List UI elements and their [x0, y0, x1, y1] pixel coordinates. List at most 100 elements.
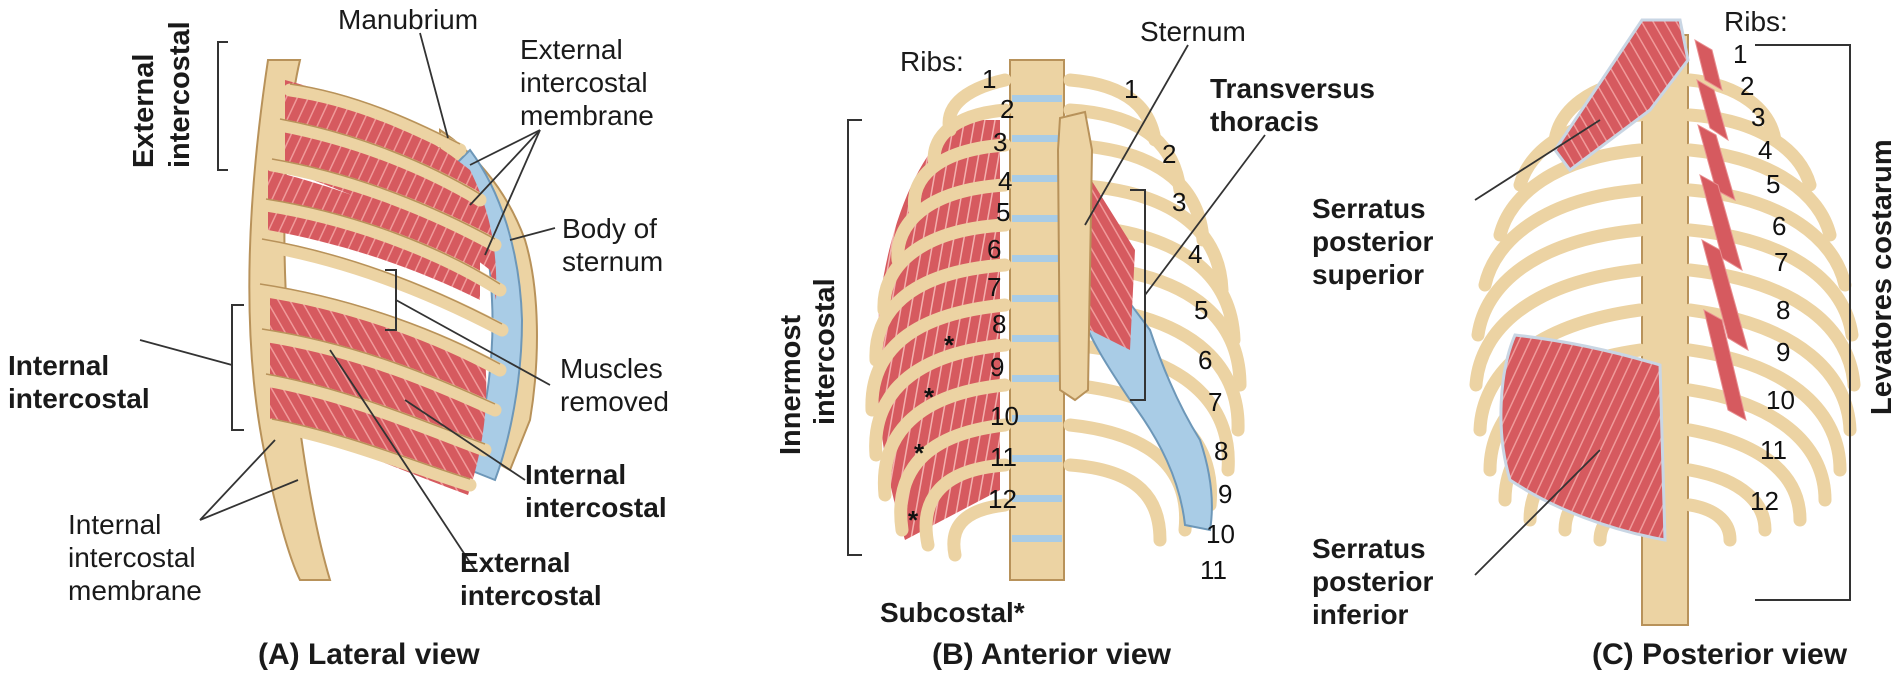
intervertebral-discs-b — [1012, 95, 1062, 542]
subcostal-star-4: * — [908, 505, 919, 535]
external-intercostal-vertical-label: External intercostal — [128, 21, 248, 328]
rib-number: 8 — [992, 309, 1007, 339]
rib-number: 7 — [1774, 247, 1789, 277]
label-line: membrane — [520, 100, 654, 131]
label-line: intercostal — [68, 542, 196, 573]
label-line: inferior — [1312, 599, 1409, 630]
rib-number: 4 — [1758, 135, 1773, 165]
ribs-label-b: Ribs: — [900, 46, 964, 77]
label-line: External — [520, 34, 623, 65]
serratus-posterior-inferior-label: Serratus posterior inferior — [1312, 532, 1433, 631]
rib-number: 7 — [987, 272, 1002, 302]
bracket-innermost-intercostal-b — [847, 119, 862, 556]
panel-a-lateral-view — [139, 32, 556, 581]
label-line: intercostal — [809, 278, 841, 425]
label-line: Serratus — [1312, 193, 1426, 224]
rib-number: 1 — [1733, 39, 1748, 69]
rib-number: 9 — [990, 352, 1005, 382]
rib-number: 8 — [1214, 436, 1229, 466]
label-line: External — [128, 53, 160, 168]
ribs-label-c: Ribs: — [1724, 6, 1788, 37]
manubrium-label: Manubrium — [338, 4, 479, 35]
label-line: Innermost — [775, 314, 807, 455]
rib-number: 8 — [1776, 295, 1791, 325]
bracket-internal-intercostal-a — [231, 304, 244, 431]
label-line: posterior — [1312, 226, 1434, 257]
label-line: intercostal — [164, 21, 196, 168]
rib-number: 9 — [1218, 479, 1233, 509]
label-line: Transversus — [1210, 73, 1375, 104]
internal-intercostal-left-label: Internal intercostal — [8, 349, 150, 415]
rib-number: 3 — [1172, 187, 1187, 217]
vertebral-column-b — [1009, 59, 1065, 581]
serratus-posterior-superior-label: Serratus posterior superior — [1312, 192, 1433, 291]
rib-number: 2 — [1740, 71, 1755, 101]
label-line: thoracis — [1210, 106, 1319, 137]
label-line: superior — [1312, 259, 1425, 290]
rib-number: 12 — [1750, 486, 1779, 516]
external-intercostal-bottom-label: External intercostal — [460, 546, 602, 612]
rib-number: 11 — [1760, 435, 1787, 465]
sternum-label: Sternum — [1140, 16, 1246, 47]
rib-number: 2 — [1162, 139, 1177, 169]
leader-lines-c — [1474, 119, 1601, 576]
left-ribs-b — [865, 73, 1012, 562]
label-line: intercostal — [8, 383, 150, 414]
label-line: Internal — [525, 459, 627, 490]
label-line: intercostal — [460, 580, 602, 611]
serratus-posterior-inferior-muscle-c — [1499, 333, 1667, 542]
rib-number: 11 — [990, 442, 1017, 472]
rib-number: 2 — [1000, 94, 1015, 124]
serratus-posterior-superior-muscle-c — [1553, 18, 1690, 173]
body-of-sternum-label: Body of sternum — [562, 212, 663, 278]
label-line: External — [460, 547, 571, 578]
subcostal-label: Subcostal* — [880, 597, 1025, 628]
caption-lateral-view: (A) Lateral view — [258, 638, 480, 671]
label-line: Internal — [8, 350, 110, 381]
external-intercostal-membrane-label: External intercostal membrane — [520, 33, 654, 132]
rib-number: 9 — [1776, 337, 1791, 367]
sternum-b — [1056, 110, 1094, 402]
label-line: Body of — [562, 213, 657, 244]
rib-number: 3 — [993, 127, 1008, 157]
rib-number: 12 — [988, 484, 1017, 514]
innermost-intercostal-label: Innermost intercostal — [775, 278, 855, 675]
label-line: intercostal — [520, 67, 648, 98]
leader-lines-a — [139, 32, 556, 571]
rib-number: 6 — [987, 234, 1002, 264]
label-line: Serratus — [1312, 533, 1426, 564]
caption-posterior-view: (C) Posterior view — [1592, 638, 1848, 671]
label-line: intercostal — [525, 492, 667, 523]
subcostal-star-1: * — [944, 330, 955, 360]
rib-number: 5 — [996, 197, 1011, 227]
internal-intercostal-membrane-label: Internal intercostal membrane — [68, 508, 202, 607]
muscles-removed-label: Muscles removed — [560, 352, 669, 418]
rib-number: 4 — [1188, 239, 1203, 269]
panel-b-anterior-view — [847, 44, 1266, 581]
rib-number: 3 — [1751, 102, 1766, 132]
rib-number: 5 — [1766, 169, 1781, 199]
subcostal-star-2: * — [924, 382, 935, 412]
rib-number: 11 — [1200, 555, 1227, 585]
rib-number: 10 — [1766, 385, 1795, 415]
caption-anterior-view: (B) Anterior view — [932, 638, 1171, 671]
label-line: membrane — [68, 575, 202, 606]
label-line: sternum — [562, 246, 664, 277]
leader-lines-b — [1084, 44, 1266, 296]
label-line: Internal — [68, 509, 162, 540]
rib-number: 1 — [1124, 74, 1139, 104]
levatores-costarum-label: Levatores costarum — [1866, 139, 1898, 415]
transversus-thoracis-muscle-b — [1085, 170, 1135, 350]
bracket-levatores-costarum-c — [1755, 44, 1851, 601]
bracket-external-intercostal-a — [217, 41, 228, 171]
label-line: posterior — [1312, 566, 1434, 597]
rib-number: 10 — [1206, 519, 1235, 549]
levatores-costarum-muscles-c — [1694, 38, 1749, 421]
rib-number: 7 — [1208, 387, 1223, 417]
rib-number: 5 — [1194, 295, 1209, 325]
rib-number: 10 — [990, 401, 1019, 431]
label-line: Muscles — [560, 353, 663, 384]
internal-intercostal-right-label: Internal intercostal — [525, 458, 667, 524]
rib-number: 6 — [1198, 345, 1213, 375]
